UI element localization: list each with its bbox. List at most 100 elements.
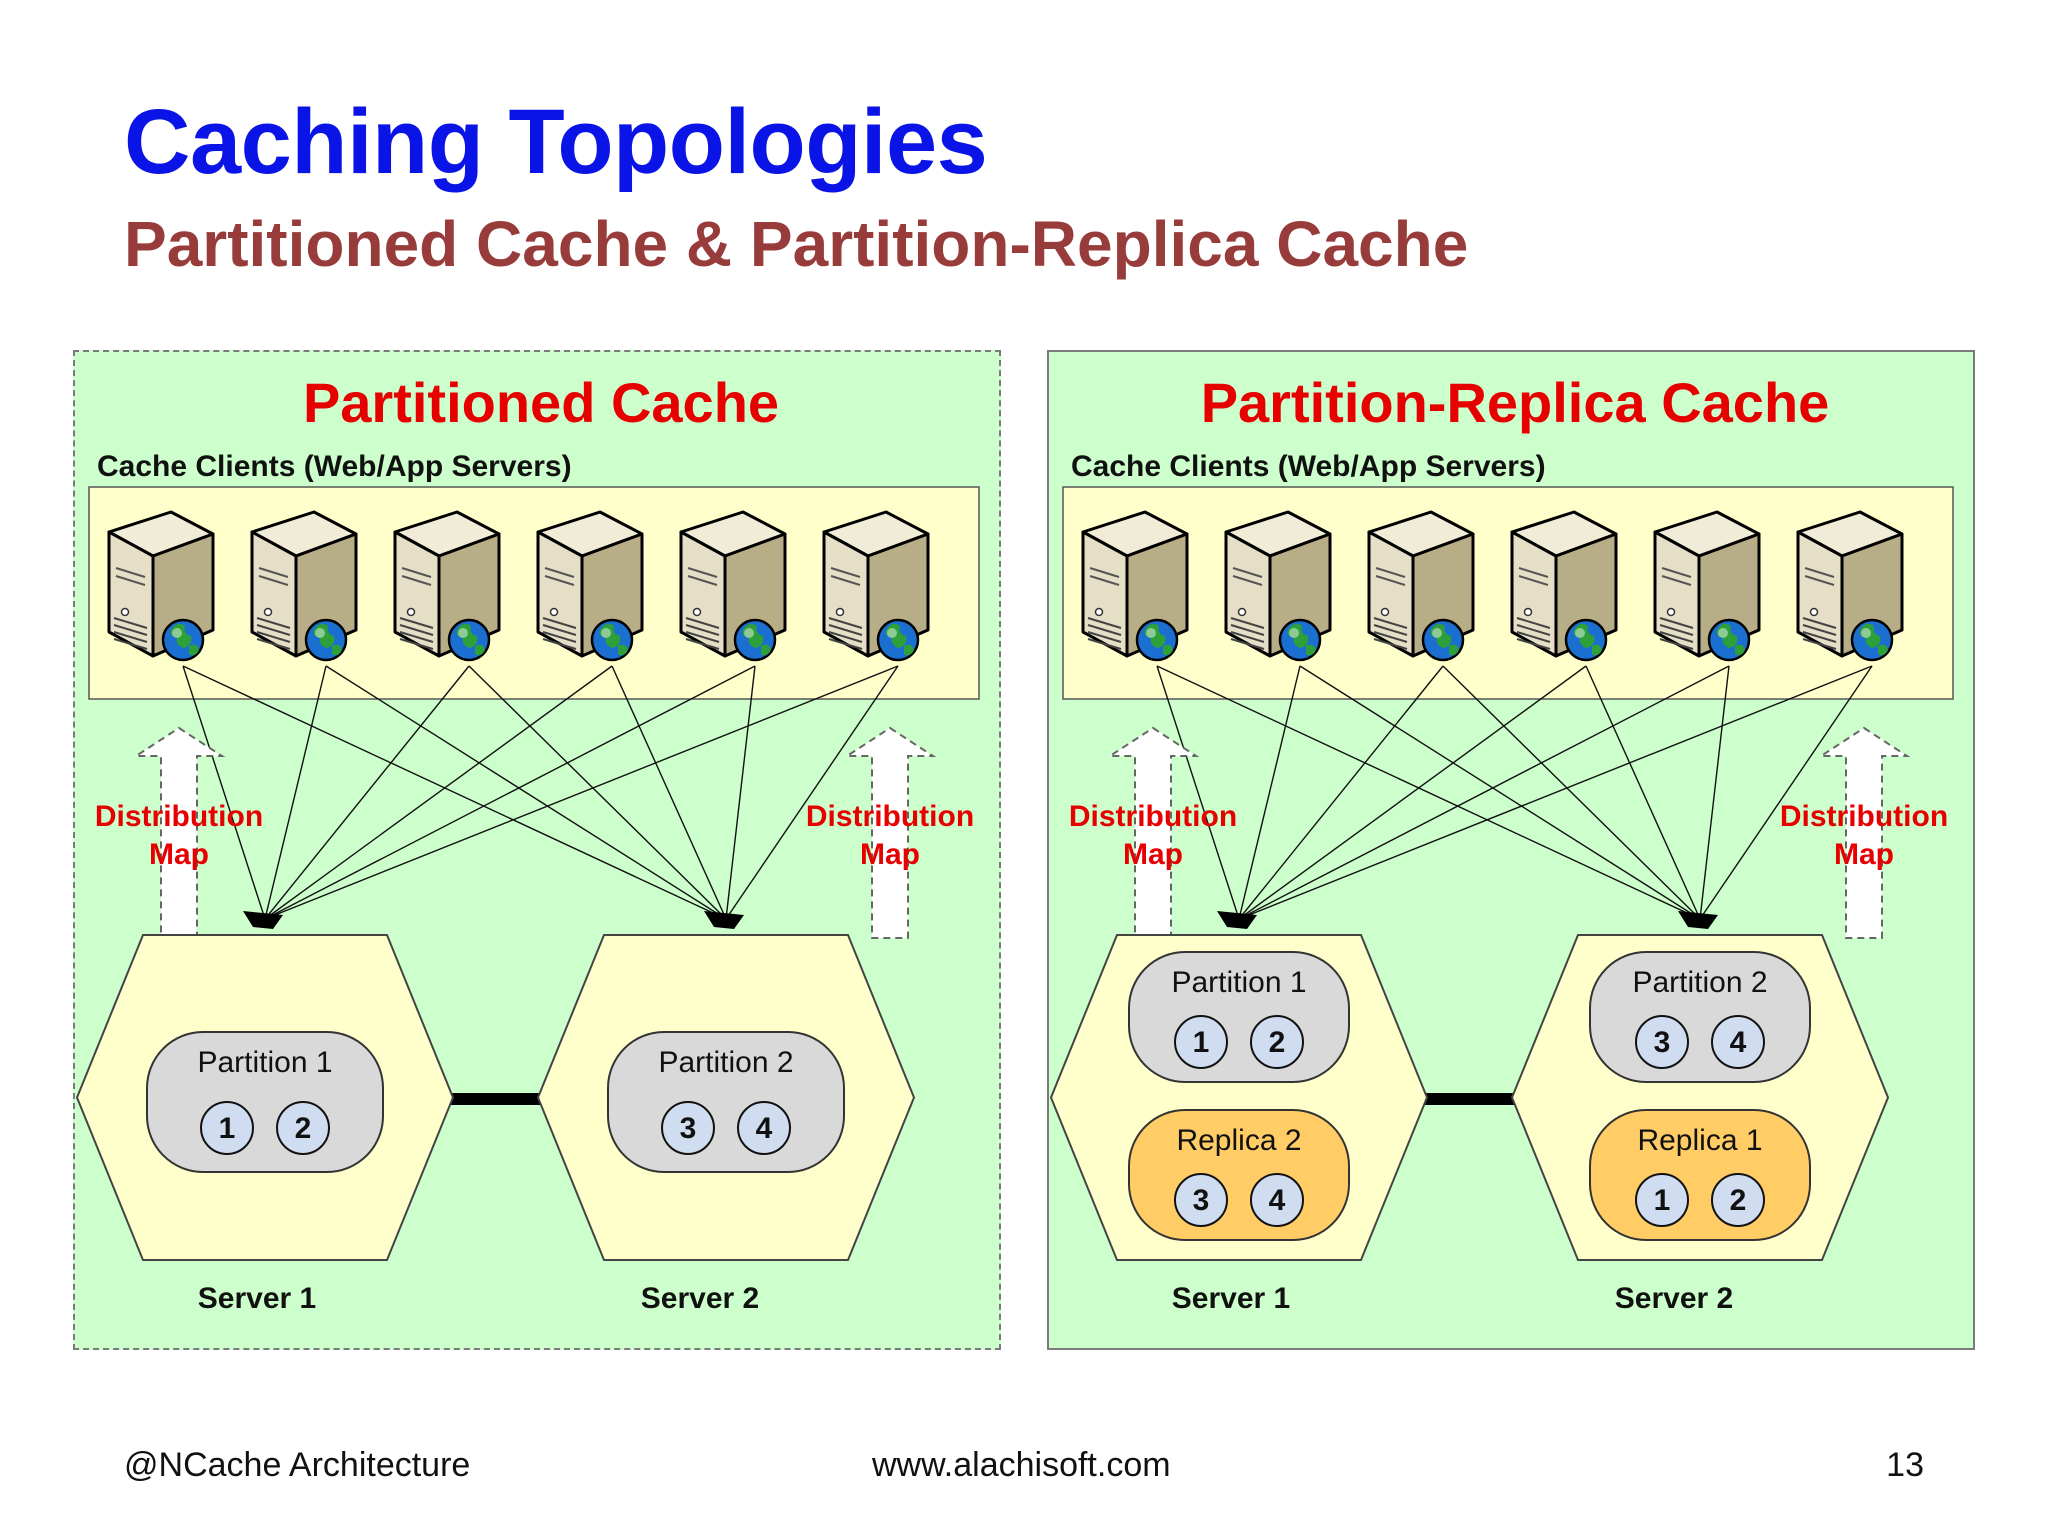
vent-line: [685, 624, 720, 636]
partition-label: Partition 2: [1632, 966, 1767, 999]
client-server-icon: [822, 510, 930, 662]
vent-line: [1802, 631, 1837, 643]
globe-land: [885, 623, 907, 648]
vent-line: [1802, 624, 1837, 636]
distribution-map-label: Map: [1834, 838, 1894, 871]
power-led: [1666, 607, 1676, 617]
drive-bay-line: [1661, 575, 1692, 586]
client-server-icon: [1796, 510, 1904, 662]
bucket-label: 3: [1193, 1184, 1210, 1217]
client-connection-line: [1238, 665, 1873, 920]
power-led: [1237, 607, 1247, 617]
globe-highlight: [744, 628, 754, 638]
client-connection-line: [1238, 665, 1730, 920]
server-label: Server 1: [198, 1282, 316, 1315]
power-led: [1809, 607, 1819, 617]
drive-bay-line: [830, 575, 861, 586]
drive-bay-line: [830, 567, 861, 578]
vent-line: [828, 617, 863, 629]
client-server-icon: [1081, 510, 1189, 662]
client-connection-line: [1156, 665, 1701, 920]
client-connection-line: [1238, 665, 1444, 920]
globe-highlight: [458, 628, 468, 638]
vent-line: [256, 631, 291, 643]
drive-bay-line: [544, 575, 575, 586]
drive-bay-line: [1804, 567, 1835, 578]
globe-land: [1430, 623, 1452, 648]
globe-highlight: [315, 628, 325, 638]
distribution-map-label: Distribution: [806, 800, 974, 833]
client-server-icon: [107, 510, 215, 662]
drive-bay-line: [115, 567, 146, 578]
globe-land: [1449, 644, 1459, 656]
bucket-label: 4: [1730, 1026, 1747, 1059]
client-connection-line: [264, 665, 327, 920]
globe-highlight: [601, 628, 611, 638]
globe-land: [742, 623, 764, 648]
server-front-face: [250, 530, 298, 658]
drive-bay-line: [687, 575, 718, 586]
drive-bay-line: [1089, 567, 1120, 578]
vent-line: [1516, 624, 1551, 636]
distribution-map-arrow: [1817, 726, 1911, 939]
globe-land: [1573, 623, 1595, 648]
vent-line: [1659, 617, 1694, 629]
globe-land: [1163, 644, 1173, 656]
arrowhead-cluster: [243, 911, 283, 929]
drive-bay-line: [1375, 575, 1406, 586]
client-connection-line: [611, 665, 727, 920]
globe-land: [170, 623, 192, 648]
bucket-circle: [276, 1101, 330, 1155]
globe-land: [904, 644, 914, 656]
power-led: [120, 607, 130, 617]
client-connection-line: [182, 665, 727, 920]
bucket-circle: [1174, 1015, 1228, 1069]
client-server-icon: [1653, 510, 1761, 662]
globe-land: [761, 644, 771, 656]
client-connection-line: [468, 665, 727, 920]
distribution-map-label: Map: [1123, 838, 1183, 871]
globe-land: [599, 623, 621, 648]
vent-line: [685, 631, 720, 643]
bucket-label: 3: [680, 1112, 697, 1145]
globe-land: [1306, 644, 1316, 656]
server-front-face: [1367, 530, 1415, 658]
slide-subtitle: Partitioned Cache & Partition-Replica Ca…: [124, 208, 1469, 280]
globe-land: [1878, 644, 1888, 656]
client-connection-line: [325, 665, 727, 920]
bucket-label: 1: [1654, 1184, 1671, 1217]
globe-highlight: [887, 628, 897, 638]
globe-land: [1735, 644, 1745, 656]
bucket-circle: [1711, 1015, 1765, 1069]
client-connection-line: [1442, 665, 1701, 920]
vent-line: [685, 617, 720, 629]
vent-line: [1659, 631, 1694, 643]
bucket-label: 1: [1193, 1026, 1210, 1059]
globe-land: [456, 623, 478, 648]
arrowhead-cluster: [1217, 911, 1257, 929]
distribution-map-label: Distribution: [1069, 800, 1237, 833]
distribution-map-label: Distribution: [1780, 800, 1948, 833]
vent-line: [1230, 617, 1265, 629]
client-server-icon: [1510, 510, 1618, 662]
vent-line: [1230, 631, 1265, 643]
globe-land: [313, 623, 335, 648]
drive-bay-line: [1518, 575, 1549, 586]
distribution-map-arrow: [843, 726, 937, 939]
globe-land: [1592, 644, 1602, 656]
client-server-icon: [1224, 510, 1332, 662]
partition-label: Partition 1: [197, 1046, 332, 1079]
bucket-label: 2: [1730, 1184, 1747, 1217]
client-connection-line: [264, 665, 613, 920]
client-connection-line: [1238, 665, 1587, 920]
client-connection-line: [1699, 665, 1730, 920]
vent-line: [256, 617, 291, 629]
vent-line: [1516, 638, 1551, 650]
bucket-label: 4: [756, 1112, 773, 1145]
client-server-icon: [536, 510, 644, 662]
bucket-circle: [200, 1101, 254, 1155]
drive-bay-line: [1518, 567, 1549, 578]
vent-line: [399, 631, 434, 643]
